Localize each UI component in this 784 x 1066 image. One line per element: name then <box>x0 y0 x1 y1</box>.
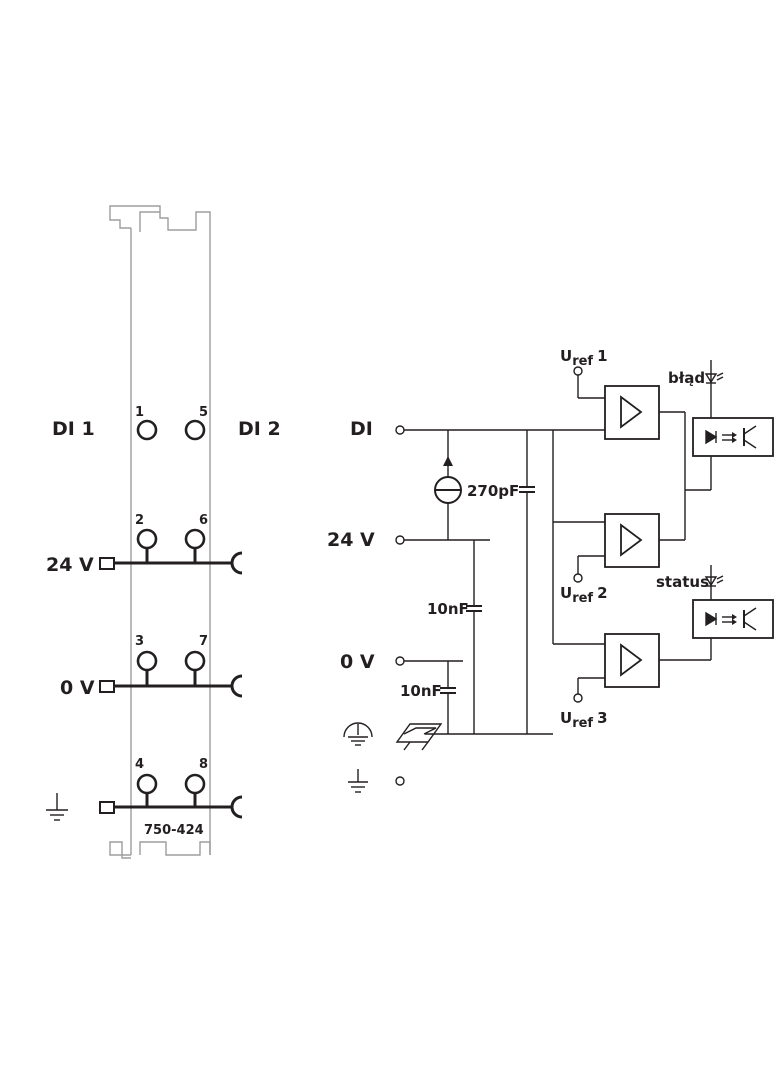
label-di1: DI 1 <box>52 418 95 440</box>
bus-pe <box>99 773 243 819</box>
module-outline <box>130 228 211 855</box>
label-24v: 24 V <box>327 529 375 551</box>
terminal-num-8: 8 <box>199 757 208 772</box>
terminal-num-6: 6 <box>199 513 208 528</box>
terminal-num-3: 3 <box>135 634 144 649</box>
bus-0v <box>99 650 243 698</box>
led-error-icon <box>704 372 724 384</box>
label-di2: DI 2 <box>238 418 281 440</box>
input-0v <box>395 656 405 666</box>
optocoupler-1 <box>692 417 774 457</box>
label-di: DI <box>350 418 373 440</box>
comparator-3 <box>604 633 660 688</box>
led-status-icon <box>704 575 724 587</box>
terminal-5 <box>184 419 206 441</box>
input-24v <box>395 535 405 545</box>
schematic: DI 24 V 0 V 270pF 10nF <box>327 347 774 793</box>
terminal-num-5: 5 <box>199 405 208 420</box>
part-number: 750-424 <box>144 823 204 838</box>
protective-earth-icon <box>343 722 373 746</box>
led-error-label: błąd <box>668 369 705 387</box>
terminal-num-4: 4 <box>135 757 144 772</box>
module-top-clip <box>109 205 211 232</box>
label-0v-left: 0 V <box>60 677 95 699</box>
comparator-1 <box>604 385 660 440</box>
module-bottom-clip <box>109 841 211 859</box>
terminal-num-2: 2 <box>135 513 144 528</box>
terminal-7 <box>184 650 206 672</box>
din-rail-icon <box>395 723 443 751</box>
input-ground <box>395 776 405 786</box>
terminal-1 <box>136 419 158 441</box>
cap-10nf-b: 10nF <box>400 682 442 700</box>
terminal-8 <box>184 773 206 795</box>
label-0v: 0 V <box>340 651 375 673</box>
label-24v-left: 24 V <box>46 554 94 576</box>
ground-icon-right <box>348 769 368 793</box>
bus-24v <box>99 528 243 575</box>
led-status-label: status <box>656 573 709 591</box>
terminal-3 <box>136 650 158 672</box>
cap-270pf: 270pF <box>467 482 519 500</box>
terminal-4 <box>136 773 158 795</box>
terminal-num-1: 1 <box>135 405 144 420</box>
optocoupler-2 <box>692 599 774 639</box>
terminal-6 <box>184 528 206 550</box>
cap-10nf-a: 10nF <box>427 600 469 618</box>
terminal-num-7: 7 <box>199 634 208 649</box>
terminal-2 <box>136 528 158 550</box>
comparator-2 <box>604 513 660 568</box>
ground-icon <box>46 793 68 821</box>
terminal-module: DI 1 DI 2 24 V 0 V 1 5 2 6 3 7 4 8 <box>46 205 281 859</box>
input-di <box>395 425 405 435</box>
